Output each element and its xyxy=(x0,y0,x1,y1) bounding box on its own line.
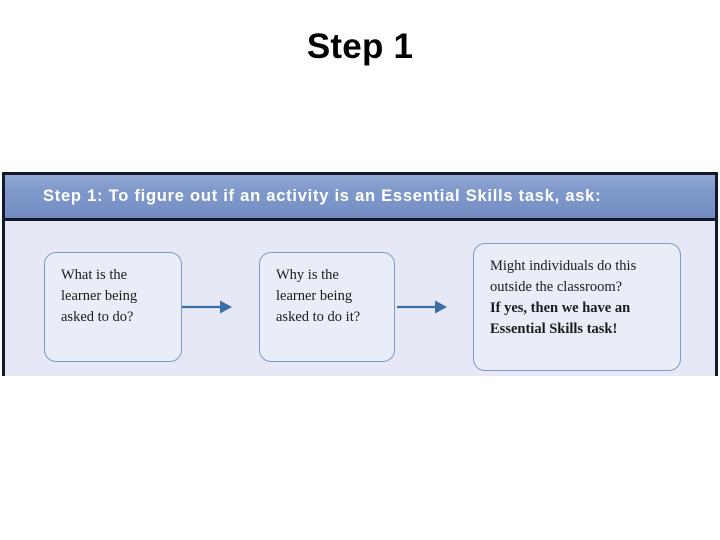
flow-box-question-what[interactable]: What is the learner being asked to do? xyxy=(44,252,182,362)
flow-box-line: outside the classroom? xyxy=(490,279,623,295)
page-title: Step 1 xyxy=(306,27,414,66)
flow-box-line: Essential Skills task! xyxy=(490,321,618,337)
flow-box-conclusion[interactable]: Might individuals do this outside the cl… xyxy=(473,243,681,371)
flow-box-line: Why is the xyxy=(276,267,339,283)
flow-box-line: asked to do it? xyxy=(276,309,361,325)
diagram-header-label: Step 1: To figure out if an activity is … xyxy=(43,187,602,205)
diagram-container: Step 1: To figure out if an activity is … xyxy=(2,172,718,376)
flow-box-line: learner being xyxy=(276,288,353,304)
flow-box-question-why[interactable]: Why is the learner being asked to do it? xyxy=(259,252,395,362)
flow-box-line: Might individuals do this xyxy=(490,258,637,274)
arrow-right-icon xyxy=(397,299,448,315)
flow-box-line: If yes, then we have an xyxy=(490,300,631,316)
diagram-header-bar: Step 1: To figure out if an activity is … xyxy=(5,175,715,221)
flow-box-line: asked to do? xyxy=(61,309,134,325)
arrow-right-icon xyxy=(182,299,233,315)
flow-box-line: What is the xyxy=(61,267,128,283)
slide-blank-area xyxy=(0,378,720,540)
flow-box-line: learner being xyxy=(61,288,138,304)
diagram-body: What is the learner being asked to do? W… xyxy=(5,221,715,376)
